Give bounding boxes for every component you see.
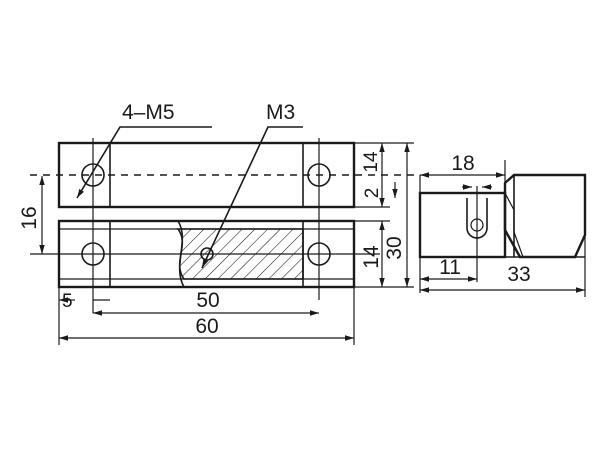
label-2: 2 (362, 188, 383, 199)
side-right-block (503, 173, 587, 259)
label-14-bottom: 14 (360, 245, 383, 269)
label-16: 16 (18, 206, 41, 229)
label-30: 30 (383, 236, 406, 259)
label-60: 60 (195, 315, 218, 338)
label-5: 5 (62, 291, 73, 312)
label-14-top: 14 (361, 151, 382, 173)
label-m3: M3 (266, 101, 295, 124)
side-left-block (418, 191, 507, 259)
leader-m3 (201, 126, 303, 269)
label-11: 11 (439, 256, 461, 279)
side-view: 18 11 33 (418, 152, 587, 297)
label-50: 50 (196, 289, 219, 312)
front-view: 4–M5 M3 16 14 2 14 30 5 50 60 (18, 101, 420, 345)
label-33: 33 (507, 263, 530, 286)
label-18: 18 (451, 152, 474, 175)
label-4m5: 4–M5 (122, 101, 175, 124)
leader-4m5 (76, 126, 212, 199)
